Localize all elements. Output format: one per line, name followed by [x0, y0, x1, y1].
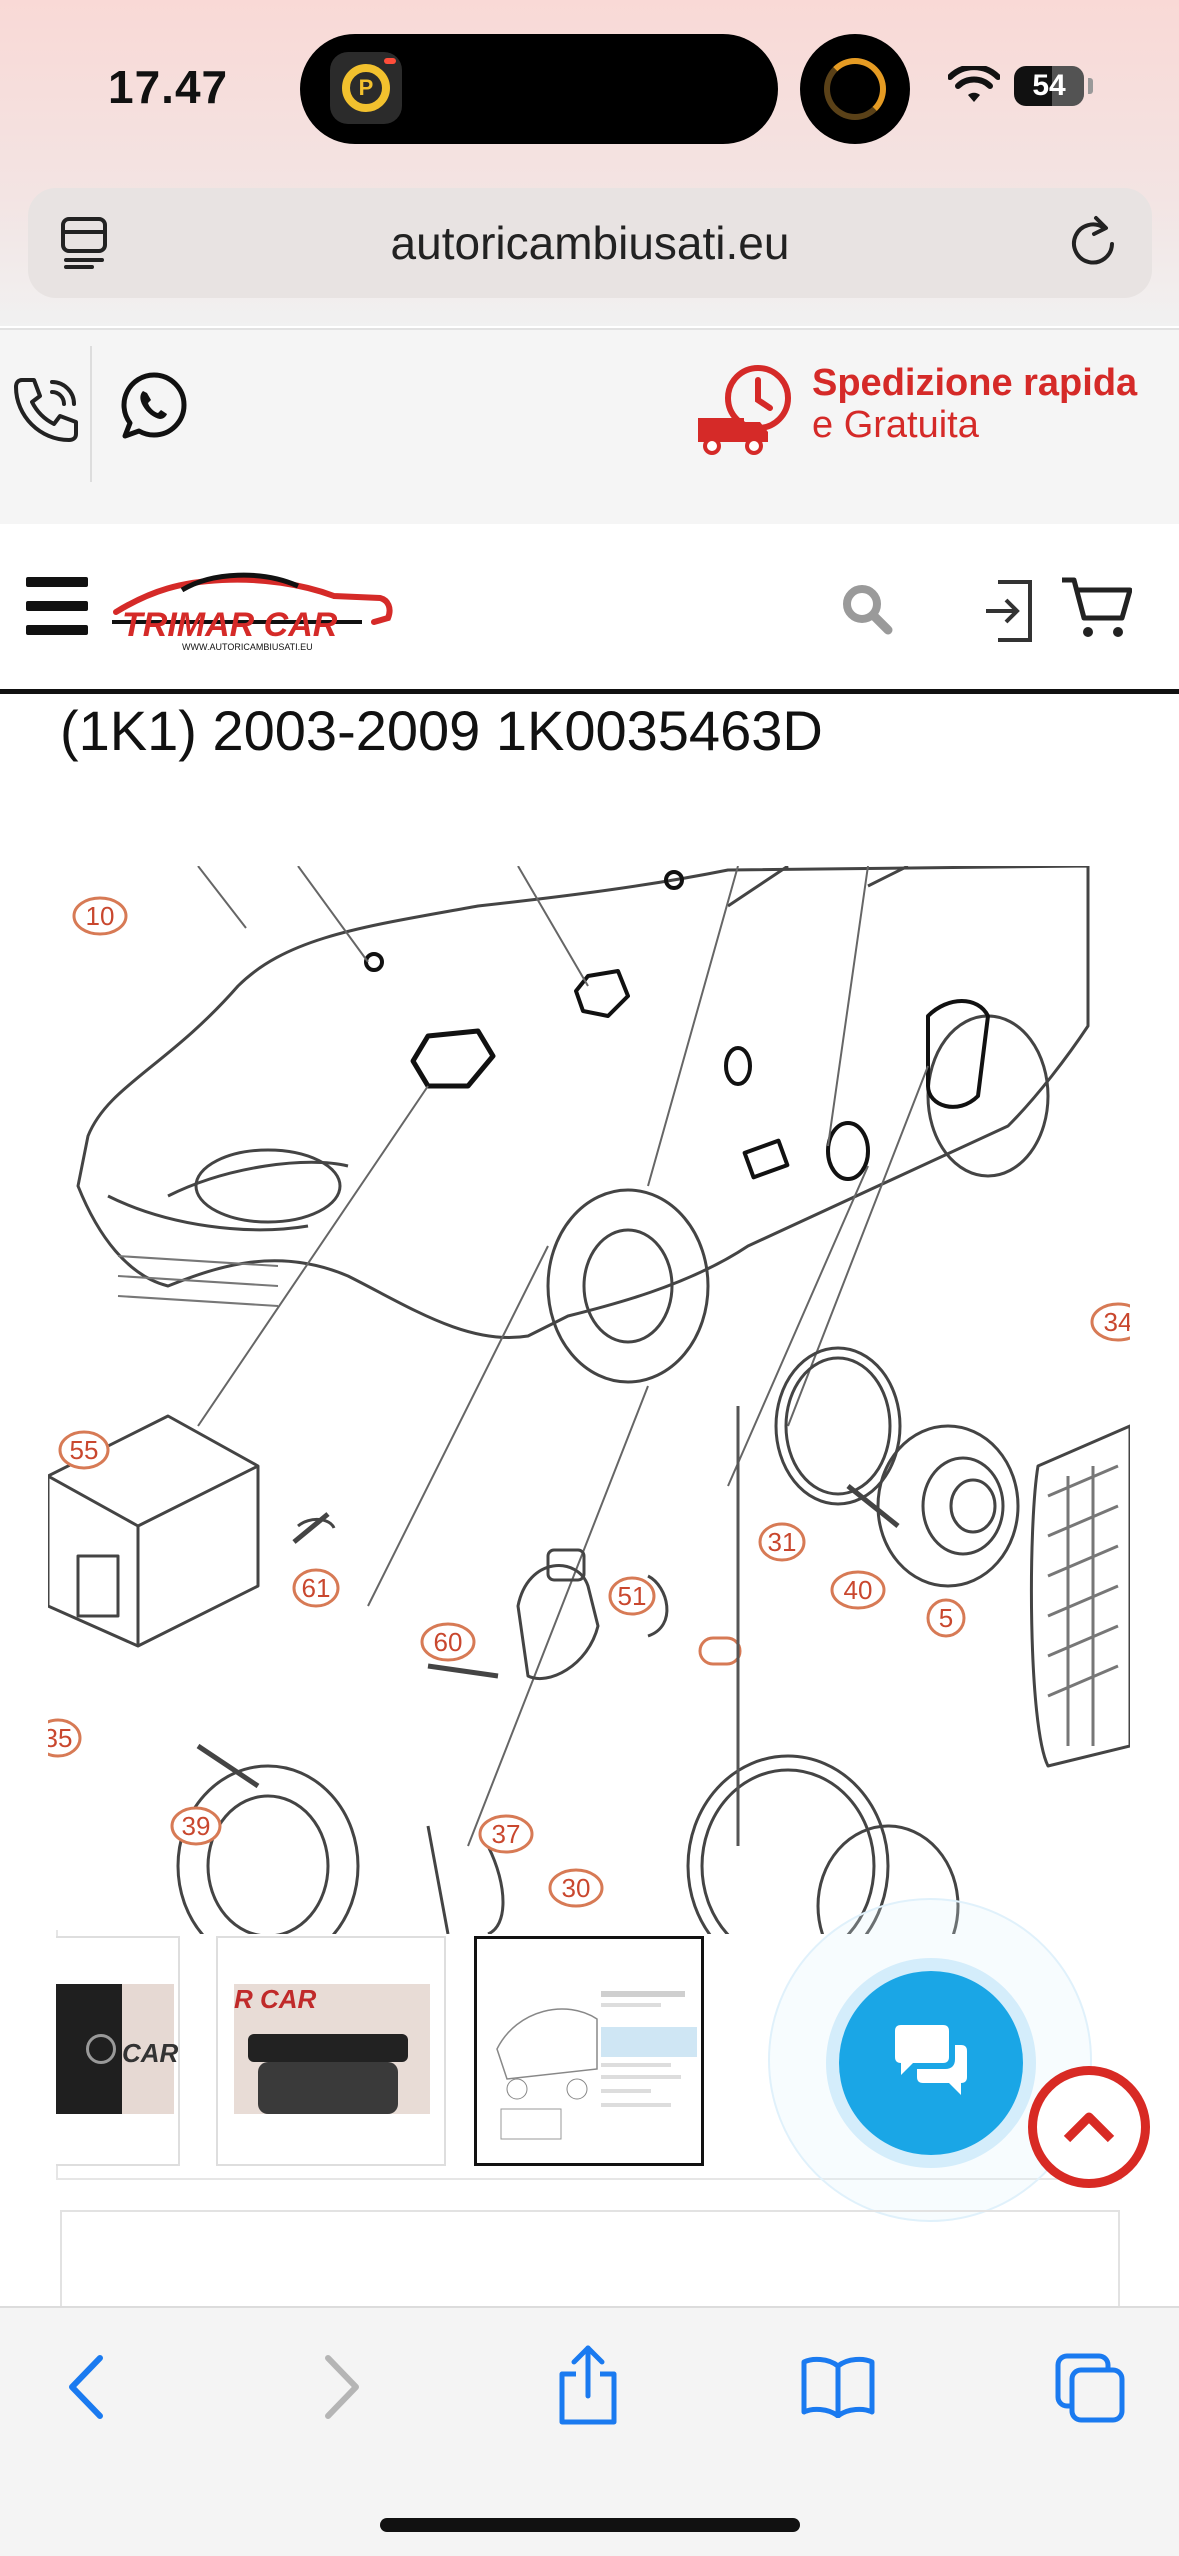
- timer-icon[interactable]: [800, 34, 910, 144]
- diagram-callout-60: 60: [434, 1627, 463, 1657]
- diagram-callout-39: 39: [182, 1811, 211, 1841]
- phone-icon[interactable]: [8, 372, 84, 448]
- cart-icon[interactable]: [1060, 574, 1132, 642]
- logo-text: TRIMAR CAR: [122, 606, 338, 644]
- thumb-1-logo: CAR: [122, 2038, 179, 2068]
- url-text: autoricambiusati.eu: [390, 217, 790, 269]
- diagram-callout-31: 31: [768, 1527, 797, 1557]
- menu-icon[interactable]: [26, 575, 88, 637]
- whatsapp-icon[interactable]: [118, 370, 190, 442]
- diagram-callout-37: 37: [492, 1819, 521, 1849]
- shipping-line-1: Spedizione rapida: [812, 362, 1138, 404]
- diagram-callout-61: 61: [302, 1573, 331, 1603]
- address-bar[interactable]: autoricambiusati.eu: [28, 188, 1152, 298]
- product-diagram-image[interactable]: 10 55 61 60 51 39 37 30 31 40 5 34 35: [48, 866, 1130, 1934]
- contact-bar: [0, 328, 1179, 524]
- thumbnail-1[interactable]: CAR: [56, 1936, 180, 2166]
- diagram-callout-40: 40: [844, 1575, 873, 1605]
- logo-subtext: WWW.AUTORICAMBIUSATI.EU: [182, 642, 313, 652]
- page-menu-icon[interactable]: [60, 216, 108, 270]
- thumbnail-strip: CAR R CAR: [56, 1930, 1122, 2180]
- diagram-callout-34: 34: [1104, 1307, 1130, 1337]
- thumb-2-logo: R CAR: [234, 1984, 317, 2010]
- diagram-callout-10: 10: [86, 901, 115, 931]
- site-logo[interactable]: TRIMAR CAR WWW.AUTORICAMBIUSATI.EU: [112, 560, 394, 652]
- tabs-icon[interactable]: [1054, 2352, 1126, 2424]
- battery-indicator: 54: [1014, 66, 1084, 106]
- back-icon[interactable]: [66, 2352, 106, 2422]
- site-header: [0, 524, 1179, 694]
- thumbnail-2[interactable]: R CAR: [216, 1936, 446, 2166]
- search-icon[interactable]: [840, 582, 894, 636]
- share-icon[interactable]: [556, 2344, 620, 2428]
- shipping-banner: Spedizione rapida e Gratuita: [812, 362, 1137, 446]
- login-icon[interactable]: [984, 578, 1034, 644]
- status-time: 17.47: [108, 61, 229, 113]
- diagram-callout-5: 5: [939, 1603, 953, 1633]
- chat-button[interactable]: [826, 1958, 1036, 2168]
- thumbnail-3[interactable]: [474, 1936, 704, 2166]
- forward-icon[interactable]: [322, 2352, 362, 2422]
- delivery-truck-icon: [698, 365, 791, 455]
- battery-level: 54: [1032, 69, 1066, 102]
- parts-diagram: 10 55 61 60 51 39 37 30 31 40 5 34 35: [48, 866, 1130, 1934]
- shipping-line-2: e Gratuita: [812, 404, 979, 446]
- reload-icon[interactable]: [1066, 212, 1122, 272]
- arrow-up-icon: [1063, 2112, 1115, 2143]
- diagram-callout-51: 51: [618, 1581, 647, 1611]
- diagram-callout-55: 55: [70, 1435, 99, 1465]
- wifi-icon: [948, 66, 1000, 102]
- diagram-callout-30: 30: [562, 1873, 591, 1903]
- bookmarks-icon[interactable]: [800, 2356, 876, 2418]
- diagram-callout-35: 35: [48, 1723, 72, 1753]
- chat-icon: [895, 2025, 967, 2095]
- home-indicator[interactable]: [380, 2518, 800, 2532]
- battery-tip: [1088, 78, 1093, 94]
- scroll-to-top-button[interactable]: [1028, 2066, 1150, 2188]
- product-title: (1K1) 2003-2009 1K0035463D: [60, 699, 823, 762]
- contact-divider: [90, 346, 92, 482]
- live-activity-app-icon[interactable]: P: [330, 52, 402, 124]
